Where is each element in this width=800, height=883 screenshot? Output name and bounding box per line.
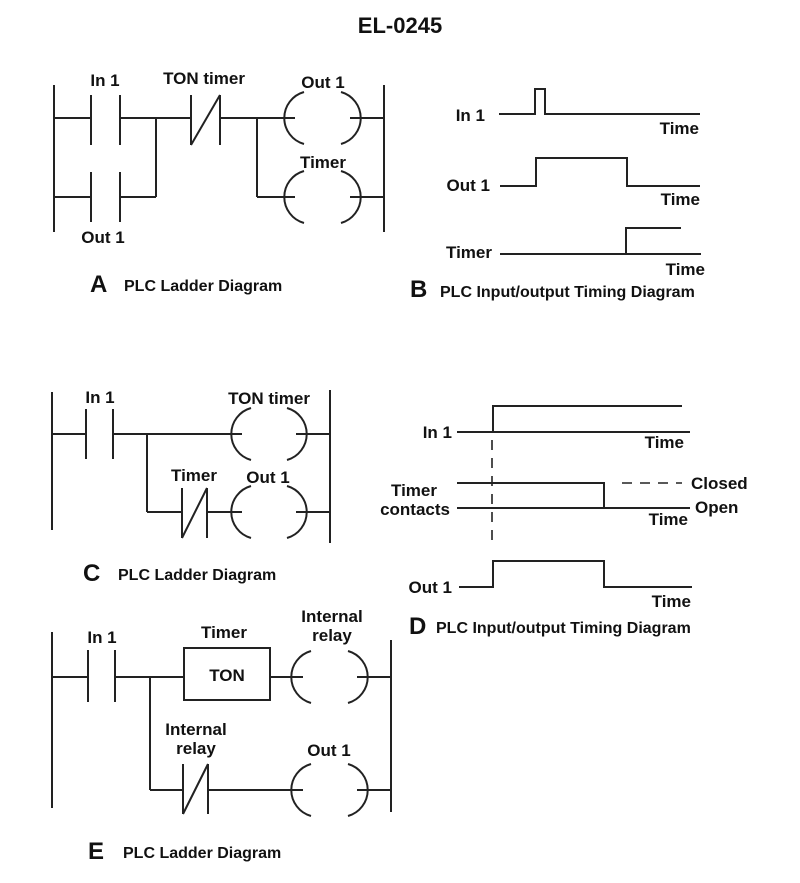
label-in1: In 1 [90, 71, 119, 90]
label-out1-coil: Out 1 [301, 73, 344, 92]
coil-out1 [230, 485, 308, 539]
label-out1-coil: Out 1 [307, 741, 350, 760]
nc-contact-internal-relay [182, 763, 209, 815]
signal-label-out1: Out 1 [409, 578, 452, 597]
label-out1-coil: Out 1 [246, 468, 289, 487]
no-contact-in1 [87, 650, 116, 702]
label-ton-timer: TON timer [163, 69, 245, 88]
signal-in1 [457, 405, 690, 433]
panel-e-ladder-diagram: In 1 Timer TON Internal relay Internal r… [51, 607, 392, 865]
axis-label-time: Time [645, 433, 684, 452]
no-contact-in1 [90, 95, 121, 145]
axis-label-time: Time [649, 510, 688, 529]
nc-contact-timer [181, 487, 208, 539]
label-internal-relay-contact-line2: relay [176, 739, 216, 758]
label-in1: In 1 [85, 388, 114, 407]
axis-label-time: Time [652, 592, 691, 611]
axis-label-time: Time [660, 119, 699, 138]
axis-label-time: Time [666, 260, 705, 279]
label-ton-box: TON [209, 666, 245, 685]
legend-closed: Closed [691, 474, 748, 493]
signal-out1 [459, 560, 692, 588]
panel-letter-e: E [88, 838, 104, 865]
panel-c-ladder-diagram: In 1 TON timer Timer Out 1 C PLC Ladder … [51, 388, 331, 587]
legend-open: Open [695, 498, 738, 517]
no-contact-in1 [85, 409, 114, 459]
nc-contact-ton-timer [190, 94, 221, 146]
figure-title: EL-0245 [358, 13, 442, 38]
label-timer: Timer [201, 623, 247, 642]
signal-label-timer-contacts-line2: contacts [380, 500, 450, 519]
label-timer-coil: Timer [300, 153, 346, 172]
signal-label-in1: In 1 [423, 423, 452, 442]
signal-timer-contacts [457, 482, 690, 509]
label-ton-timer: TON timer [228, 389, 310, 408]
signal-timer [500, 227, 701, 255]
signal-label-in1: In 1 [456, 106, 485, 125]
panel-letter-c: C [83, 560, 100, 587]
panel-letter-d: D [409, 613, 426, 640]
label-internal-relay-coil-line2: relay [312, 626, 352, 645]
panel-letter-a: A [90, 271, 107, 298]
label-internal-relay-coil-line1: Internal [301, 607, 362, 626]
axis-label-time: Time [661, 190, 700, 209]
signal-out1 [500, 157, 700, 187]
caption-a: PLC Ladder Diagram [124, 278, 282, 295]
panel-d-timing-diagram: In 1 Time Timer contacts Time Closed Ope… [380, 405, 748, 640]
caption-b: PLC Input/output Timing Diagram [440, 284, 695, 301]
caption-e: PLC Ladder Diagram [123, 845, 281, 862]
panel-a-ladder-diagram: In 1 TON timer Out 1 Timer Out 1 A PLC L… [53, 69, 385, 298]
coil-timer [283, 170, 362, 224]
panel-b-timing-diagram: In 1 Time Out 1 Time Timer Time B PLC In… [410, 88, 705, 303]
signal-label-timer-contacts-line1: Timer [391, 481, 437, 500]
label-internal-relay-contact-line1: Internal [165, 720, 226, 739]
coil-out1 [283, 91, 362, 145]
caption-d: PLC Input/output Timing Diagram [436, 620, 691, 637]
signal-in1 [499, 88, 700, 115]
signal-label-out1: Out 1 [447, 176, 490, 195]
label-out1-contact: Out 1 [81, 228, 124, 247]
label-timer-contact: Timer [171, 466, 217, 485]
label-in1: In 1 [87, 628, 116, 647]
panel-letter-b: B [410, 276, 427, 303]
coil-ton-timer [230, 407, 308, 461]
ton-timer-block [183, 647, 271, 701]
caption-c: PLC Ladder Diagram [118, 567, 276, 584]
no-contact-out1 [90, 172, 121, 222]
signal-label-timer: Timer [446, 243, 492, 262]
